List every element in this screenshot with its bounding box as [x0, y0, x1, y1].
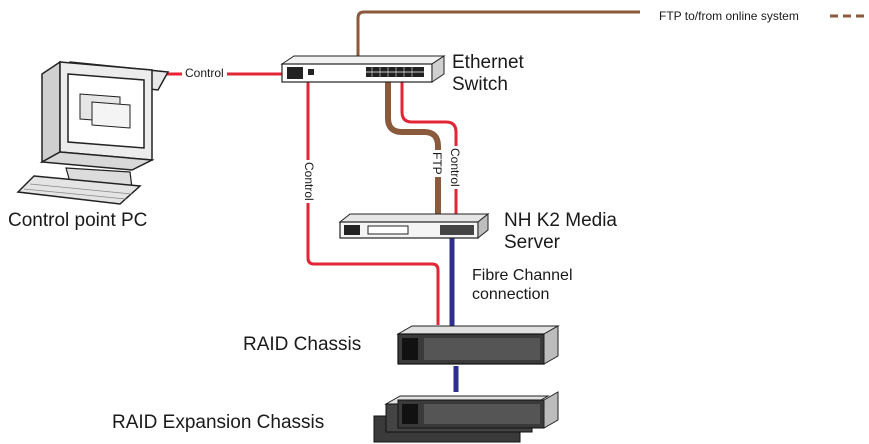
- ethernet-switch-icon: [280, 55, 446, 83]
- media-server-icon: [338, 212, 490, 240]
- control-pc-link-label: Control: [182, 66, 227, 80]
- ftp-online-label: FTP to/from online system: [656, 9, 802, 23]
- switch-label-line2: Switch: [452, 74, 508, 95]
- switch-label-line1: Ethernet: [452, 52, 524, 73]
- raid-label: RAID Chassis: [243, 334, 362, 355]
- control-server-link: [400, 82, 458, 214]
- control-vertical-left-label: Control: [302, 160, 316, 203]
- server-label-line2: Server: [504, 232, 560, 253]
- control-vertical-right-label: Control: [448, 146, 462, 189]
- ftp-vertical-label: FTP: [430, 150, 444, 177]
- raid-expansion-label: RAID Expansion Chassis: [112, 412, 325, 433]
- ftp-online-link: [356, 10, 640, 58]
- server-label: NH K2 Media Server: [504, 210, 617, 254]
- fibre-label-line2: connection: [472, 286, 550, 303]
- raid-chassis-icon: [396, 325, 560, 365]
- computer-icon: [16, 60, 170, 205]
- pc-label: Control point PC: [8, 210, 148, 231]
- switch-label: Ethernet Switch: [452, 52, 524, 96]
- server-label-line1: NH K2 Media: [504, 210, 617, 231]
- control-raid-link: [306, 82, 440, 325]
- fibre-label: Fibre Channel connection: [472, 266, 573, 304]
- raid-expansion-icon: [373, 391, 559, 443]
- ftp-server-link: [385, 82, 441, 214]
- fibre-label-line1: Fibre Channel: [472, 267, 573, 284]
